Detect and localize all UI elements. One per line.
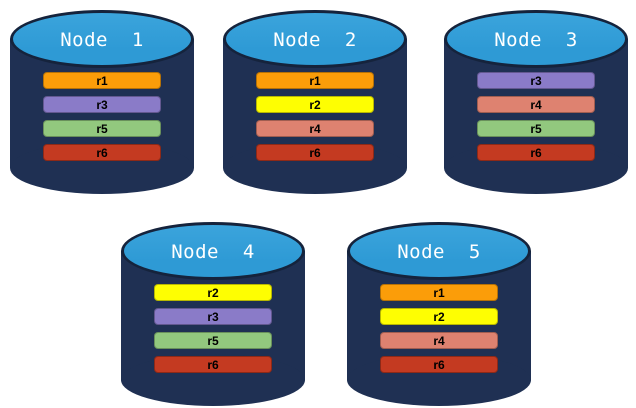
replica-label: r4 — [530, 97, 542, 112]
replica-bar-r1: r1 — [256, 72, 374, 89]
replica-label: r6 — [433, 357, 445, 372]
replica-bar-r4: r4 — [477, 96, 595, 113]
replica-bar-r3: r3 — [43, 96, 161, 113]
replica-label: r3 — [207, 309, 219, 324]
replica-bar-r5: r5 — [43, 120, 161, 137]
replica-label: r5 — [530, 121, 542, 136]
replica-bar-r6: r6 — [43, 144, 161, 161]
replica-list: r1 r2 r4 r6 — [223, 72, 407, 161]
replica-label: r4 — [433, 333, 445, 348]
node-label: Node 2 — [273, 29, 357, 51]
node-2-cylinder: Node 2 r1 r2 r4 r6 — [223, 10, 407, 194]
replica-bar-r3: r3 — [477, 72, 595, 89]
replica-bar-r6: r6 — [256, 144, 374, 161]
replica-label: r4 — [309, 121, 321, 136]
node-5-cylinder: Node 5 r1 r2 r4 r6 — [347, 222, 531, 406]
replica-label: r2 — [309, 97, 321, 112]
node-label: Node 1 — [60, 29, 144, 51]
replica-list: r3 r4 r5 r6 — [444, 72, 628, 161]
replica-label: r3 — [96, 97, 108, 112]
replica-label: r2 — [207, 285, 219, 300]
replica-list: r2 r3 r5 r6 — [121, 284, 305, 373]
replica-label: r1 — [309, 73, 321, 88]
replica-label: r1 — [96, 73, 108, 88]
replica-label: r5 — [207, 333, 219, 348]
replica-label: r1 — [433, 285, 445, 300]
replica-label: r3 — [530, 73, 542, 88]
cylinder-top-ellipse: Node 4 — [121, 222, 305, 280]
replica-bar-r2: r2 — [154, 284, 272, 301]
replica-bar-r3: r3 — [154, 308, 272, 325]
cylinder-top-ellipse: Node 3 — [444, 10, 628, 68]
cylinder-top-ellipse: Node 5 — [347, 222, 531, 280]
replica-label: r6 — [207, 357, 219, 372]
replica-bar-r2: r2 — [380, 308, 498, 325]
replica-label: r6 — [530, 145, 542, 160]
replica-label: r2 — [433, 309, 445, 324]
node-4-cylinder: Node 4 r2 r3 r5 r6 — [121, 222, 305, 406]
cylinder-top-ellipse: Node 2 — [223, 10, 407, 68]
node-1-cylinder: Node 1 r1 r3 r5 r6 — [10, 10, 194, 194]
replica-bar-r4: r4 — [256, 120, 374, 137]
replica-label: r6 — [96, 145, 108, 160]
replica-bar-r1: r1 — [43, 72, 161, 89]
replica-bar-r6: r6 — [380, 356, 498, 373]
replica-bar-r6: r6 — [477, 144, 595, 161]
replica-bar-r4: r4 — [380, 332, 498, 349]
cylinder-top-ellipse: Node 1 — [10, 10, 194, 68]
node-label: Node 5 — [397, 241, 481, 263]
replica-bar-r2: r2 — [256, 96, 374, 113]
replica-list: r1 r2 r4 r6 — [347, 284, 531, 373]
replica-bar-r5: r5 — [477, 120, 595, 137]
replica-list: r1 r3 r5 r6 — [10, 72, 194, 161]
replica-label: r6 — [309, 145, 321, 160]
node-3-cylinder: Node 3 r3 r4 r5 r6 — [444, 10, 628, 194]
node-label: Node 4 — [171, 241, 255, 263]
replica-label: r5 — [96, 121, 108, 136]
replica-bar-r6: r6 — [154, 356, 272, 373]
replica-bar-r1: r1 — [380, 284, 498, 301]
node-label: Node 3 — [494, 29, 578, 51]
replica-bar-r5: r5 — [154, 332, 272, 349]
